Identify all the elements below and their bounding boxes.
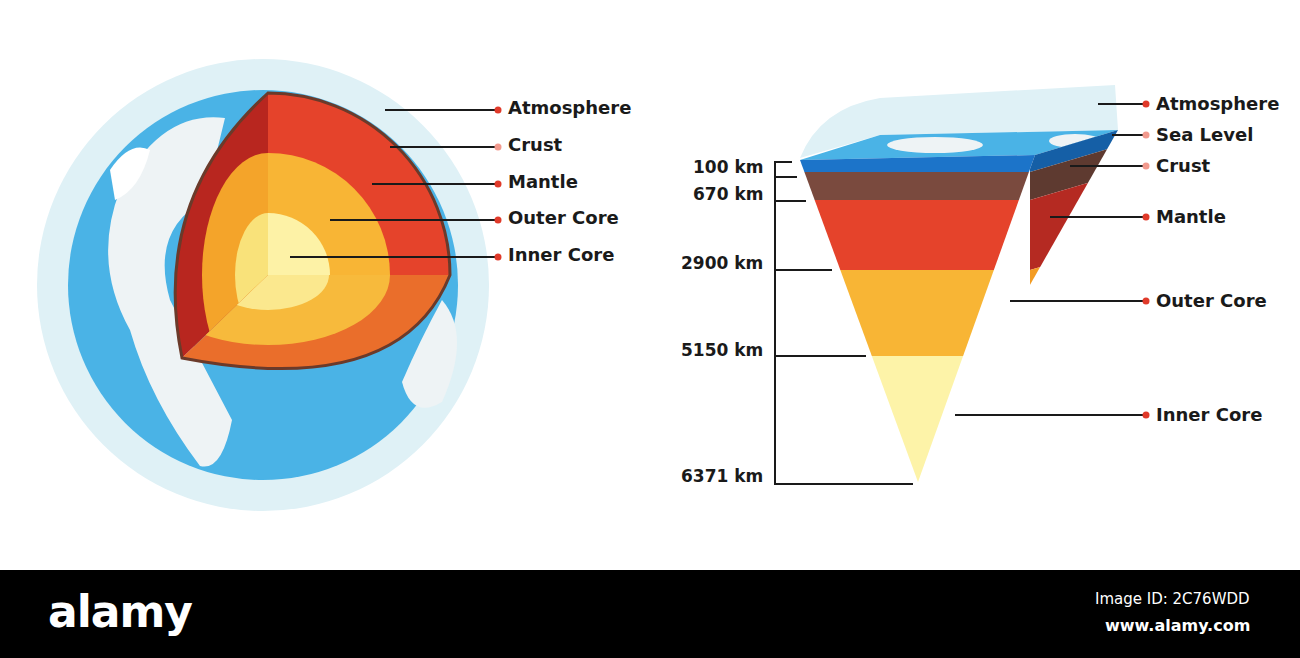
outer-core-band xyxy=(1030,242,1125,356)
depth-label: 5150 km xyxy=(681,341,763,361)
leader-dot xyxy=(1143,101,1150,108)
depth-label: 100 km xyxy=(693,158,763,178)
watermark-bar xyxy=(0,570,1300,658)
leader-dots xyxy=(495,107,502,261)
cone-side-face xyxy=(1030,112,1125,500)
sea-band xyxy=(790,140,1050,172)
scale-tick xyxy=(775,269,832,271)
mantle-band xyxy=(790,200,1050,270)
layer-label: Outer Core xyxy=(1156,291,1267,312)
leader-line xyxy=(390,146,495,148)
cutaway-bottom-face xyxy=(146,205,460,410)
leader-line xyxy=(1112,134,1143,136)
leader-dots xyxy=(1143,101,1150,419)
depth-label: 2900 km xyxy=(681,254,763,274)
layer-label: Crust xyxy=(1156,156,1210,177)
leader-lines xyxy=(955,104,1143,415)
scale-tick xyxy=(775,200,806,202)
atmosphere-halo xyxy=(37,59,489,511)
leader-line xyxy=(1098,103,1143,105)
scale-axis xyxy=(774,161,776,485)
layer-label: Mantle xyxy=(508,172,578,193)
leader-lines xyxy=(290,110,495,257)
cone-front-face xyxy=(790,140,1050,490)
leader-dot xyxy=(1143,298,1150,305)
depth-label: 6371 km xyxy=(681,467,763,487)
leader-dot xyxy=(1143,163,1150,170)
mantle-layer xyxy=(68,75,468,475)
leader-dot xyxy=(495,181,502,188)
watermark-url: www.alamy.com xyxy=(1105,617,1250,635)
scale-tick xyxy=(775,176,797,178)
leader-line xyxy=(1010,300,1143,302)
leader-dot xyxy=(495,217,502,224)
leader-dot xyxy=(1143,412,1150,419)
layer-label: Inner Core xyxy=(508,245,614,266)
leader-dot xyxy=(495,254,502,261)
leader-line xyxy=(385,109,495,111)
leader-line xyxy=(1070,165,1143,167)
watermark-logo: alamy xyxy=(48,587,192,638)
scale-tick xyxy=(775,355,866,357)
leader-dot xyxy=(1143,214,1150,221)
leader-line xyxy=(1050,216,1143,218)
leader-line xyxy=(955,414,1143,416)
scale-tick xyxy=(775,161,792,163)
inner-core-layer xyxy=(207,240,329,310)
inner-core-band xyxy=(790,356,1050,490)
scale-tick xyxy=(775,483,913,485)
depth-label: 670 km xyxy=(693,185,763,205)
continent xyxy=(110,148,150,201)
leader-dot xyxy=(495,144,502,151)
layer-label: Atmosphere xyxy=(508,98,631,119)
mantle-band xyxy=(1030,172,1125,270)
crust-rim xyxy=(175,93,450,369)
layer-label: Outer Core xyxy=(508,208,619,229)
layer-label: Mantle xyxy=(1156,207,1226,228)
leader-line xyxy=(290,256,495,258)
depth-scale xyxy=(775,161,913,485)
cutaway-back-face xyxy=(68,75,468,475)
layer-label: Inner Core xyxy=(1156,405,1262,426)
leader-dot xyxy=(1143,132,1150,139)
watermark-id: Image ID: 2C76WDD xyxy=(1095,591,1250,608)
crust-band xyxy=(790,172,1050,200)
outer-core-band xyxy=(790,270,1050,356)
leader-dot xyxy=(495,107,502,114)
continent xyxy=(887,137,983,153)
layer-label: Crust xyxy=(508,135,562,156)
layer-label: Atmosphere xyxy=(1156,94,1279,115)
globe xyxy=(37,59,489,511)
layer-label: Sea Level xyxy=(1156,125,1253,146)
leader-line xyxy=(372,183,495,185)
leader-line xyxy=(330,219,495,221)
